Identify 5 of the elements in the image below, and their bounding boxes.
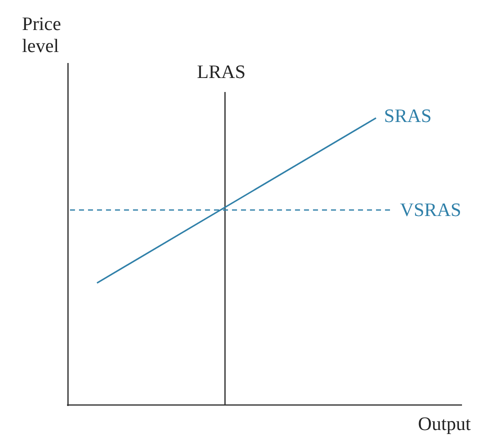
curve-label: LRAS [197, 62, 246, 84]
axis-label: Output [418, 414, 471, 436]
axis-label: Price level [22, 14, 62, 58]
curve-label: SRAS [384, 106, 432, 128]
curve-label: VSRAS [400, 200, 462, 222]
